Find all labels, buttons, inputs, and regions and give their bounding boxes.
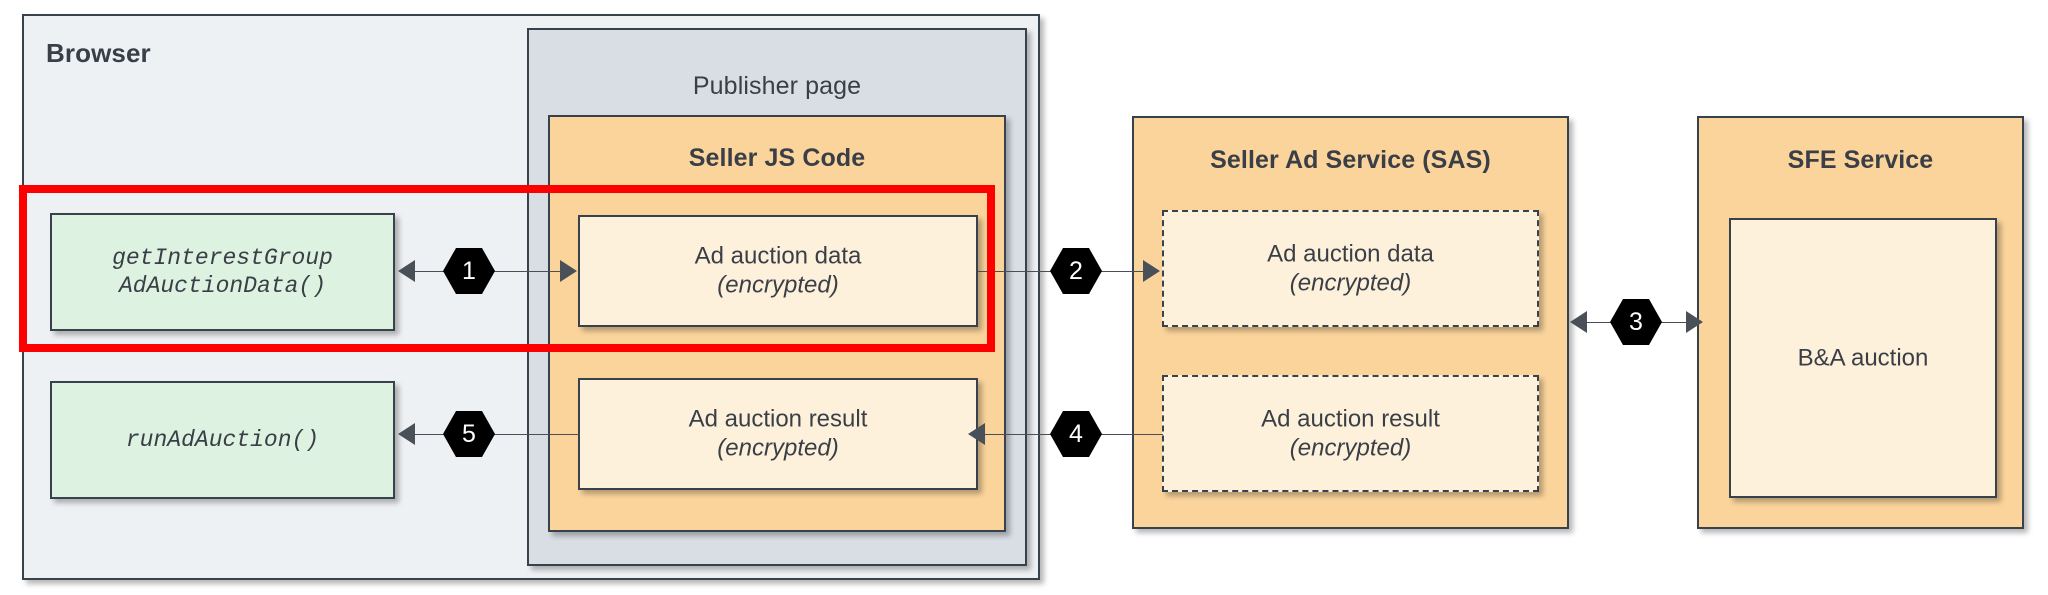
box-text: Ad auction data (encrypted) <box>580 242 976 301</box>
arrow-right-2 <box>1143 260 1160 282</box>
step-badge-4: 4 <box>1050 411 1102 457</box>
box-text: B&A auction <box>1731 343 1995 372</box>
api-line-1: runAdAuction() <box>125 426 320 453</box>
box-line-2: (encrypted) <box>1289 269 1412 297</box>
arrow-left-1 <box>398 260 415 282</box>
connector-line-5 <box>415 434 580 435</box>
api-box-text: runAdAuction() <box>52 426 393 454</box>
box-line-1: Ad auction data <box>1267 240 1434 268</box>
arrow-left-5 <box>398 423 415 445</box>
publisher-page-label: Publisher page <box>692 72 862 100</box>
seller-js-ad-auction-data-box: Ad auction data (encrypted) <box>578 215 978 327</box>
box-line-1: Ad auction data <box>694 242 862 270</box>
sas-ad-auction-result-box: Ad auction result (encrypted) <box>1162 375 1539 492</box>
seller-ad-service-label: Seller Ad Service (SAS) <box>1210 146 1491 174</box>
run-ad-auction-box: runAdAuction() <box>50 381 395 499</box>
api-box-text: getInterestGroup AdAuctionData() <box>52 244 393 300</box>
step-badge-3: 3 <box>1610 299 1662 345</box>
step-badge-2: 2 <box>1050 248 1102 294</box>
box-line-1: Ad auction result <box>688 405 868 433</box>
box-text: Ad auction result (encrypted) <box>580 405 976 464</box>
box-text: Ad auction result (encrypted) <box>1164 404 1537 463</box>
arrow-left-4 <box>968 423 985 445</box>
sfe-service-label: SFE Service <box>1787 146 1934 174</box>
arrow-right-3 <box>1686 311 1703 333</box>
get-interest-group-ad-auction-data-box: getInterestGroup AdAuctionData() <box>50 213 395 331</box>
api-line-2: AdAuctionData() <box>118 273 327 299</box>
sas-ad-auction-data-box: Ad auction data (encrypted) <box>1162 210 1539 327</box>
box-line-2: (encrypted) <box>1289 434 1412 462</box>
box-line-2: (encrypted) <box>717 272 839 299</box>
seller-js-ad-auction-result-box: Ad auction result (encrypted) <box>578 378 978 490</box>
arrow-right-1 <box>560 260 577 282</box>
browser-label: Browser <box>46 38 151 68</box>
arrow-left-3 <box>1570 311 1587 333</box>
seller-js-code-label: Seller JS Code <box>688 144 866 172</box>
box-line-2: (encrypted) <box>717 435 839 462</box>
box-line-1: B&A auction <box>1797 344 1929 372</box>
api-line-1: getInterestGroup <box>112 244 333 271</box>
sfe-bna-auction-box: B&A auction <box>1729 218 1997 498</box>
box-line-1: Ad auction result <box>1261 405 1440 433</box>
box-text: Ad auction data (encrypted) <box>1164 239 1537 298</box>
